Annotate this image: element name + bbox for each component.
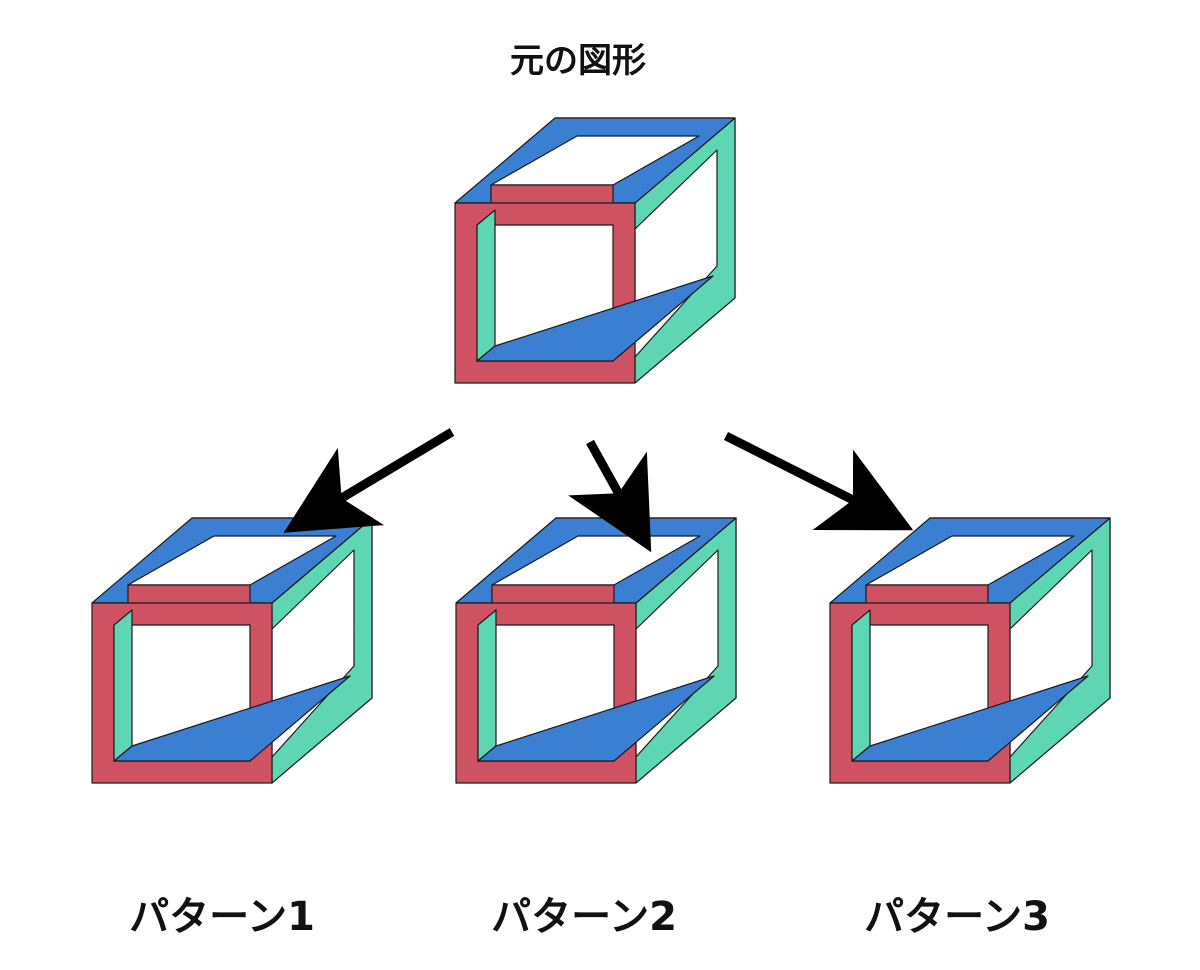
- pattern-3-cube: [829, 517, 1111, 784]
- pattern-1-cube: [91, 517, 373, 784]
- arrow-to-pattern-3: [723, 431, 914, 531]
- arrow-to-pattern-1: [283, 428, 455, 533]
- caption-pattern-3: パターン3: [864, 894, 1050, 940]
- pattern-2-cube: [455, 517, 737, 784]
- title: 元の図形: [510, 41, 646, 81]
- inner-bottom-beam: [851, 675, 1089, 762]
- inner-bottom-beam: [476, 275, 714, 362]
- inner-bottom-beam: [113, 675, 351, 762]
- arrow-to-pattern-2: [568, 439, 652, 553]
- caption-pattern-1: パターン1: [129, 894, 315, 940]
- inner-bottom-beam: [477, 675, 715, 762]
- front-left-inner-edge: [477, 609, 497, 762]
- front-left-inner-edge: [476, 209, 496, 362]
- caption-pattern-2: パターン2: [491, 894, 677, 940]
- front-left-inner-edge: [113, 609, 133, 762]
- front-left-inner-edge: [851, 609, 871, 762]
- original-cube: [454, 117, 736, 384]
